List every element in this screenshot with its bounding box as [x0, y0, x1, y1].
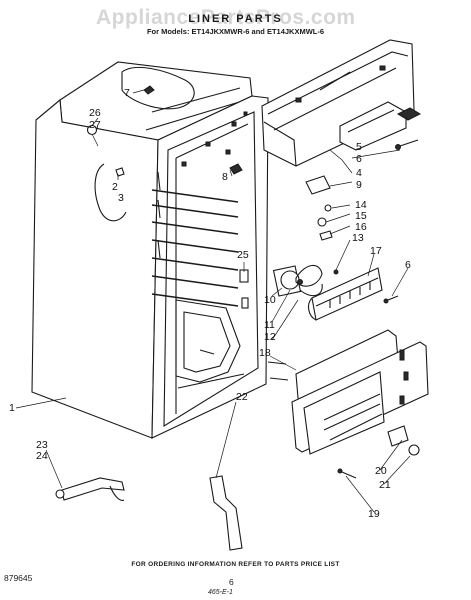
evaporator-cover [261, 39, 422, 167]
callout-6-lower: 6 [405, 259, 411, 271]
callout-12: 12 [264, 331, 276, 343]
leader-lines [15, 89, 411, 513]
lower-panel [267, 329, 429, 479]
callout-10: 10 [264, 294, 276, 306]
callout-3: 3 [118, 192, 124, 204]
callout-9: 9 [356, 179, 362, 191]
cabinet-liner [31, 61, 269, 439]
watermark: AppliancePartsPros.com [96, 6, 356, 29]
drain-tube [209, 475, 243, 551]
callout-24: 24 [36, 450, 48, 462]
callout-16: 16 [355, 221, 367, 233]
leveling-rod [55, 477, 125, 501]
callout-7: 7 [124, 87, 130, 99]
callout-13: 13 [352, 232, 364, 244]
callout-18: 18 [259, 347, 271, 359]
callout-5: 5 [356, 141, 362, 153]
callout-27: 27 [89, 119, 101, 131]
callout-15: 15 [355, 210, 367, 222]
diagram-subtitle: For Models: ET14JKXMWR-6 and ET14JKXMWL-… [146, 27, 325, 36]
callout-17: 17 [370, 245, 382, 257]
page-number: 6 [229, 577, 234, 587]
callout-22: 22 [236, 391, 248, 403]
callout-14: 14 [355, 199, 367, 211]
diagram-code: 879645 [4, 573, 33, 583]
callout-11: 11 [264, 319, 275, 331]
callout-25: 25 [237, 249, 249, 261]
callout-1: 1 [9, 402, 15, 414]
callout-6-upper: 6 [356, 153, 362, 165]
callout-21: 21 [379, 479, 391, 491]
fan-assembly [272, 204, 399, 321]
callout-23: 23 [36, 439, 48, 451]
callout-2: 2 [112, 181, 118, 193]
ordering-note: FOR ORDERING INFORMATION REFER TO PARTS … [131, 561, 340, 568]
callout-19: 19 [368, 508, 380, 520]
diagram-title: LINER PARTS [188, 13, 283, 25]
revision-code: 465-E-1 [208, 589, 233, 596]
part-9-shape [305, 175, 331, 195]
callout-4: 4 [356, 167, 362, 179]
callout-8: 8 [222, 171, 228, 183]
callout-26: 26 [89, 107, 101, 119]
callout-20: 20 [375, 465, 387, 477]
